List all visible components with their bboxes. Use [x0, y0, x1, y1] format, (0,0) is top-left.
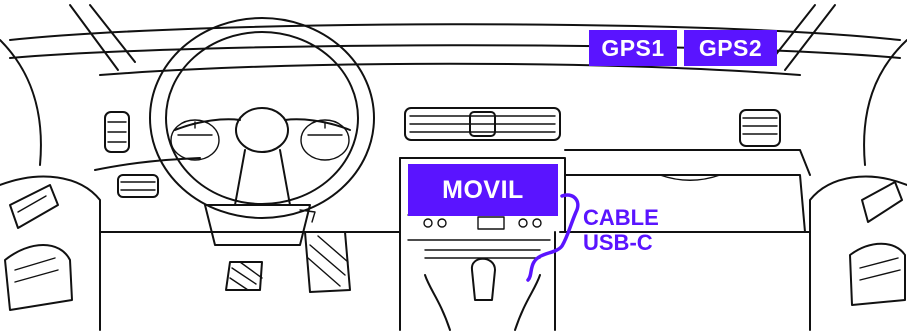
cable-usb-c-label: CABLE USB-C [583, 205, 659, 256]
gps1-label: GPS1 [589, 30, 677, 66]
right-door [769, 4, 907, 331]
dashboard [94, 62, 811, 233]
cable-label-line1: CABLE [583, 205, 659, 230]
usb-c-cable [526, 193, 580, 282]
right-air-vent [739, 109, 781, 147]
movil-label: MOVIL [408, 164, 558, 216]
left-air-vent [104, 111, 159, 198]
left-door [0, 4, 136, 331]
center-air-vents [404, 107, 561, 141]
glovebox [564, 174, 806, 233]
instrument-gauges [170, 119, 350, 161]
center-console [399, 157, 566, 331]
gps2-label: GPS2 [684, 30, 777, 66]
cable-label-line2: USB-C [583, 230, 653, 256]
windshield-outline [9, 23, 901, 59]
pedals [225, 209, 351, 293]
steering-wheel [149, 17, 375, 246]
